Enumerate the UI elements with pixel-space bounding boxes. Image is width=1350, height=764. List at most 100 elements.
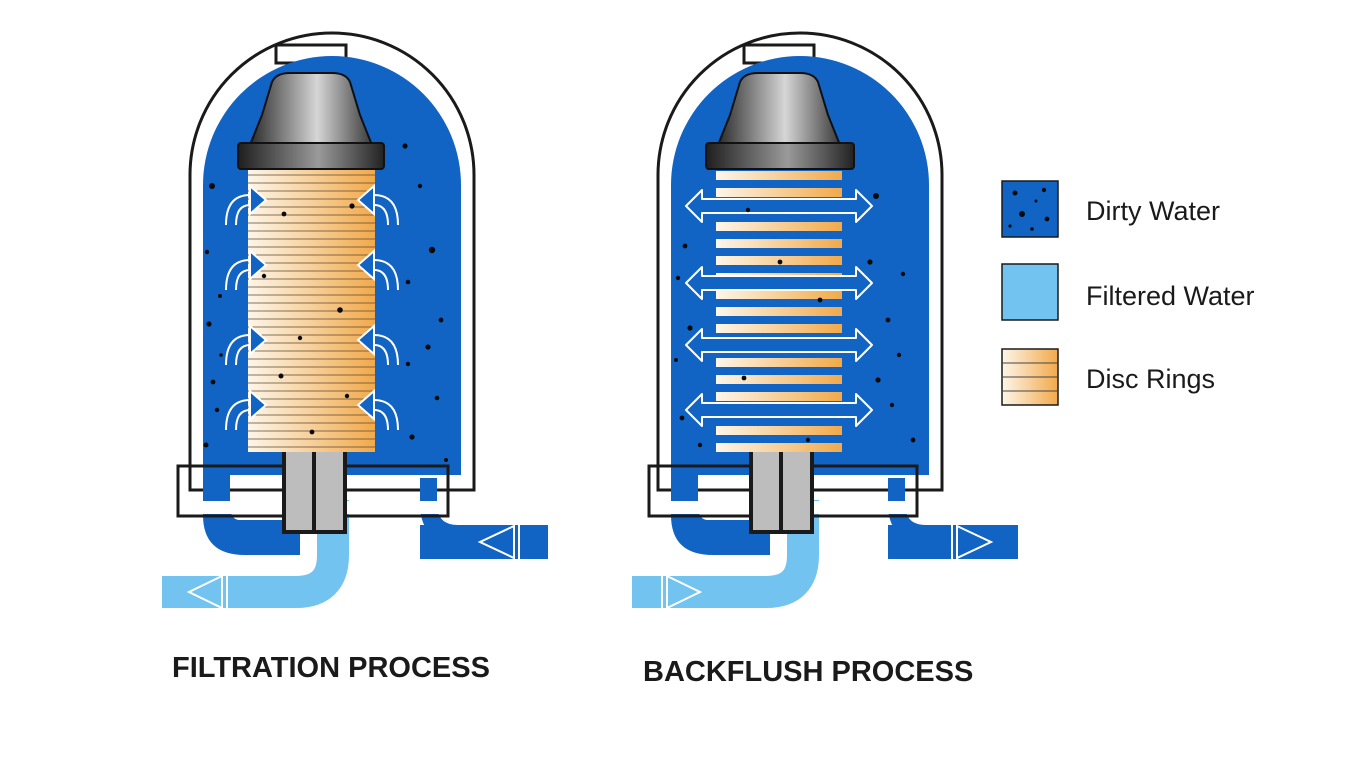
legend-label-dirty-water: Dirty Water bbox=[1086, 196, 1220, 226]
dirt-particle bbox=[261, 273, 267, 279]
dirt-particle bbox=[675, 275, 681, 281]
disc-ring bbox=[716, 307, 842, 316]
dirt-particles bbox=[203, 143, 448, 462]
disc-ring bbox=[716, 443, 842, 452]
dirt-particle bbox=[219, 353, 223, 357]
legend-swatch-filtered-water bbox=[1001, 263, 1059, 321]
dirt-particle bbox=[405, 279, 411, 285]
dirt-particle bbox=[434, 395, 440, 401]
flow-arrowhead bbox=[249, 248, 268, 282]
drain-arrow-right bbox=[956, 524, 994, 560]
flow-arc bbox=[373, 259, 399, 291]
legend bbox=[1001, 180, 1059, 406]
flow-arc bbox=[225, 194, 251, 226]
flow-arc bbox=[225, 259, 251, 291]
filter-cap bbox=[248, 72, 374, 146]
backflush-caption: BACKFLUSH PROCESS bbox=[643, 656, 974, 688]
flow-arc bbox=[373, 194, 399, 226]
dirt-particle bbox=[867, 259, 873, 265]
flow-arc bbox=[373, 334, 399, 366]
dirt-particle bbox=[402, 143, 408, 149]
flow-arrowhead bbox=[356, 388, 375, 422]
flow-arc bbox=[373, 204, 389, 226]
dirt-particle bbox=[278, 373, 284, 379]
dirt-particle bbox=[309, 429, 315, 435]
flow-arrows bbox=[225, 183, 399, 431]
dirt-particle bbox=[409, 434, 415, 440]
dirt-particle bbox=[910, 437, 916, 443]
dirt-particle bbox=[697, 442, 703, 448]
dirt-particle bbox=[777, 259, 783, 265]
disc-ring bbox=[716, 426, 842, 435]
flow-arrowhead bbox=[356, 323, 375, 357]
lower-flow-channel bbox=[671, 470, 770, 555]
flow-arrowhead bbox=[249, 183, 268, 217]
dirt-particle bbox=[209, 183, 215, 189]
dirt-particle bbox=[281, 211, 287, 217]
flow-arc bbox=[225, 399, 251, 431]
flow-arc bbox=[235, 409, 251, 431]
backflush-arrow bbox=[685, 189, 873, 223]
dirt-particle bbox=[805, 437, 811, 443]
dirt-particle bbox=[438, 317, 444, 323]
outlet-arrow-left bbox=[186, 574, 223, 610]
dirt-particle bbox=[214, 407, 220, 413]
flow-arc bbox=[373, 399, 399, 431]
dirt-particle bbox=[687, 325, 693, 331]
disc-ring bbox=[716, 375, 842, 384]
flow-arrowhead bbox=[356, 248, 375, 282]
filtered-water-inlet-pipe bbox=[632, 500, 819, 608]
backflush-arrow bbox=[685, 393, 873, 427]
flow-arc bbox=[235, 204, 251, 226]
disc-ring bbox=[716, 392, 842, 401]
disc-ring bbox=[716, 324, 842, 333]
flow-arc bbox=[373, 409, 389, 431]
disc-ring bbox=[716, 290, 842, 299]
disc-body bbox=[248, 167, 375, 452]
dirt-particle bbox=[405, 361, 411, 367]
filter-cap-collar bbox=[237, 142, 385, 170]
dirt-particle bbox=[417, 183, 423, 189]
disc-ring bbox=[716, 222, 842, 231]
filter-cap-collar bbox=[705, 142, 855, 170]
flow-arc bbox=[235, 269, 251, 291]
dirt-particle bbox=[444, 458, 448, 462]
dirt-particle bbox=[817, 297, 823, 303]
disc-ring bbox=[716, 171, 842, 180]
dirt-particle bbox=[425, 344, 431, 350]
dirt-particle bbox=[349, 203, 355, 209]
dirt-particle bbox=[297, 335, 303, 341]
legend-swatch-dirty-water bbox=[1001, 180, 1059, 238]
backflush-arrow bbox=[685, 328, 873, 362]
dirt-particle bbox=[674, 358, 678, 362]
inlet-arrow-left bbox=[477, 524, 515, 560]
flow-arc bbox=[235, 344, 251, 366]
dirt-particle bbox=[896, 352, 902, 358]
dirt-particle bbox=[206, 321, 212, 327]
dirt-particle bbox=[682, 243, 688, 249]
flow-arrowhead bbox=[356, 183, 375, 217]
disc-ring bbox=[716, 239, 842, 248]
lower-flow-channel bbox=[203, 470, 300, 555]
dirt-particle bbox=[218, 294, 222, 298]
disc-ring bbox=[716, 188, 842, 197]
dirt-particle bbox=[203, 442, 209, 448]
dirt-particle bbox=[428, 246, 436, 254]
disc-ring bbox=[716, 358, 842, 367]
flow-arrowhead bbox=[249, 388, 268, 422]
flow-arc bbox=[225, 334, 251, 366]
flow-arc bbox=[373, 344, 389, 366]
backflush-arrow bbox=[685, 266, 873, 300]
legend-label-disc-rings: Disc Rings bbox=[1086, 364, 1216, 394]
flow-arrowhead bbox=[249, 323, 268, 357]
filtration-diagram bbox=[162, 31, 548, 610]
backflush-diagram bbox=[632, 31, 1018, 610]
flow-arrows bbox=[685, 189, 873, 427]
dirt-particle bbox=[210, 379, 216, 385]
disc-rings-stack bbox=[248, 167, 375, 452]
flow-arc bbox=[373, 269, 389, 291]
dirt-particle bbox=[889, 402, 895, 408]
dirt-particle bbox=[679, 415, 685, 421]
